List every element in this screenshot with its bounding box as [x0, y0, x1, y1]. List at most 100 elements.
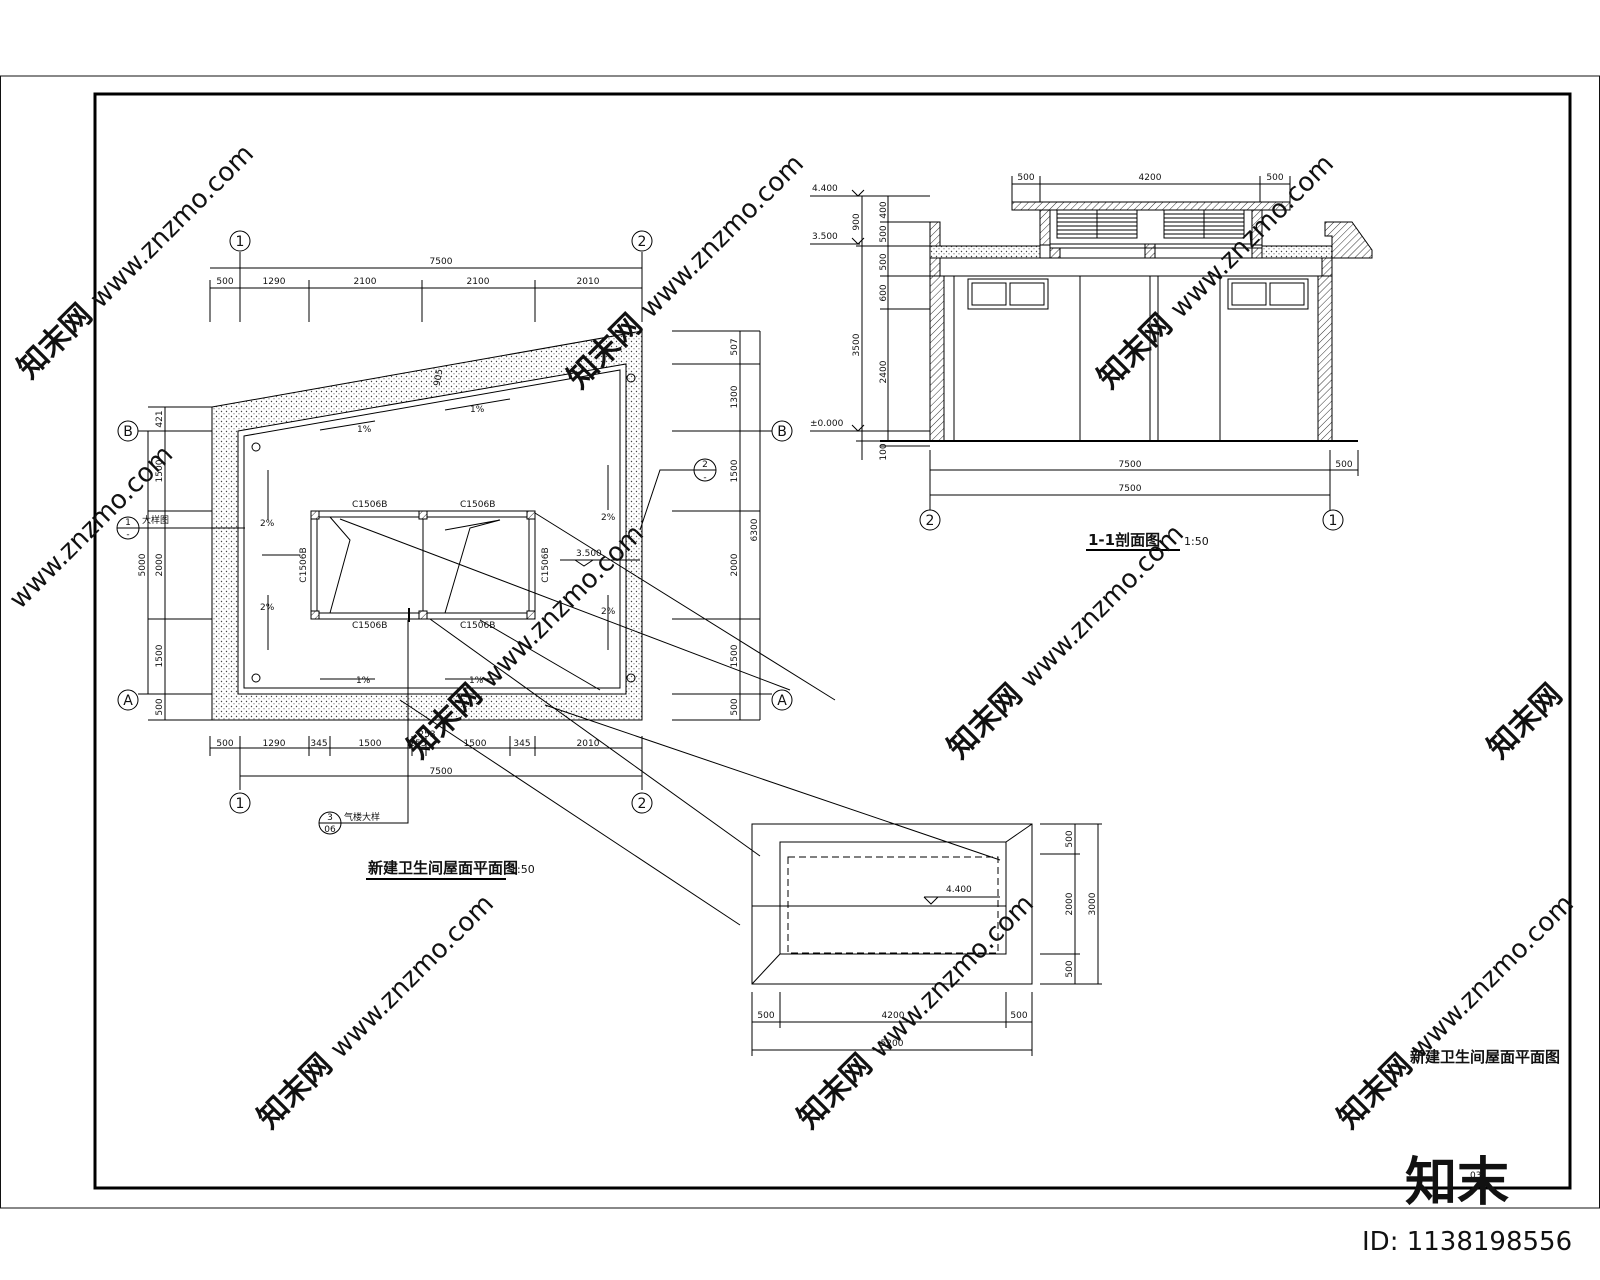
dim-left-4: 1500 [155, 644, 165, 667]
section-dim-top-3: 500 [1266, 173, 1283, 183]
watermark-url-8: www.znzmo.com [324, 889, 499, 1064]
roof-elevation: 3.500 [576, 549, 602, 559]
slope-bottom-2: 1% [469, 676, 484, 686]
axis-label-B-left: B [123, 424, 133, 440]
axis-bubble-B-right [771, 420, 793, 442]
slope-left-2: 2% [260, 603, 275, 613]
axis-label-2-top: 2 [638, 234, 647, 250]
dim-right-1: 507 [730, 338, 740, 355]
detail-1-num: 1 [125, 518, 131, 528]
window-label-1: C1506B [352, 500, 387, 510]
section-level-2: 3.500 [812, 232, 838, 242]
dim-top-2: 1290 [263, 277, 286, 287]
dim-bottom-3: 345 [310, 739, 327, 749]
dim-right-total: 6300 [750, 518, 760, 541]
axis-bubble-2-bottom [631, 792, 653, 814]
dim-bottom-6: 1500 [464, 739, 487, 749]
detail-3-note: 气楼大样 [344, 811, 380, 823]
axis-bubble-1-top [229, 230, 251, 252]
dim-left-5: 500 [155, 698, 165, 715]
dim-top-total: 7500 [430, 257, 453, 267]
watermark-brand-3: 知末网 [1091, 307, 1179, 395]
dim-bottom-2: 1290 [263, 739, 286, 749]
detail-3-num: 3 [327, 813, 333, 823]
watermark-url-4: www.znzmo.com [4, 440, 179, 615]
dim-top-1: 500 [216, 277, 233, 287]
axis-label-A-left: A [123, 693, 133, 709]
section-dim-top-1: 500 [1017, 173, 1034, 183]
section-dim-bottom-2: 7500 [1119, 484, 1142, 494]
detail-2-num: 2 [702, 460, 708, 470]
dim-bottom-7: 345 [513, 739, 530, 749]
axis-label-1-top: 1 [236, 234, 245, 250]
section-dim-top-2: 4200 [1139, 173, 1162, 183]
section-axis-bubble-left [919, 509, 941, 531]
window-label-6: C1506B [541, 547, 551, 582]
axis-label-2-bottom: 2 [638, 796, 647, 812]
detail-1-note: 大样图 [142, 514, 169, 526]
section-scale: 1:50 [1184, 535, 1209, 548]
roof-plan [116, 230, 1001, 926]
skylight-dim-bottom-3: 500 [1010, 1011, 1027, 1021]
skylight-dim-bottom-total: 5200 [881, 1039, 904, 1049]
axis-bubble-2-top [631, 230, 653, 252]
dim-left-1: 421 [155, 410, 165, 427]
section-view [810, 176, 1373, 551]
slope-top-2: 1% [470, 405, 485, 415]
section-dim-bottom-1: 7500 [1119, 460, 1142, 470]
section-dim-left-6: 3500 [852, 333, 862, 356]
section-dim-left-2: 900 [852, 213, 862, 230]
detail-2-sheet: - [703, 473, 706, 483]
dim-bottom-4: 1500 [359, 739, 382, 749]
section-axis-left: 2 [926, 513, 935, 529]
watermark-brand-6: 知末网 [941, 677, 1029, 765]
section-labels: 500 4200 500 4.400 3.500 ±0.000 400 900 … [810, 173, 1353, 549]
axis-bubble-1-bottom [229, 792, 251, 814]
dim-bottom-total: 7500 [430, 767, 453, 777]
detail-3-sheet: 06 [324, 825, 336, 835]
dim-bottom-8: 2010 [577, 739, 600, 749]
section-dim-left-5: 600 [879, 284, 889, 301]
axis-label-1-bottom: 1 [236, 796, 245, 812]
slope-bottom-1: 1% [356, 676, 371, 686]
window-label-5: C1506B [299, 547, 309, 582]
watermark-brand-10: 知末网 [1331, 1047, 1419, 1135]
section-dim-left-3: 500 [879, 225, 889, 242]
dim-right-6: 500 [730, 698, 740, 715]
axis-label-A-right: A [777, 693, 787, 709]
axis-bubble-A-left [117, 689, 139, 711]
watermark-brand-1: 知末网 [11, 297, 99, 385]
section-dim-left-7: 2400 [879, 360, 889, 383]
slope-right-1: 2% [601, 513, 616, 523]
axis-bubble-A-right [771, 689, 793, 711]
dim-top-4: 2100 [467, 277, 490, 287]
detail-1-sheet: - [126, 530, 129, 540]
watermark-logo: 知末 [1405, 1153, 1509, 1213]
dim-left-total: 5000 [138, 553, 148, 576]
window-label-3: C1506B [352, 621, 387, 631]
watermark-brand-5: 知末网 [401, 677, 489, 765]
skylight-dim-right-2: 2000 [1065, 892, 1075, 915]
dim-bottom-1: 500 [216, 739, 233, 749]
watermark-brand-7: 知末网 [1481, 677, 1569, 765]
watermark-url-2: www.znzmo.com [634, 149, 809, 324]
dim-right-5: 1500 [730, 644, 740, 667]
skylight-elevation: 4.400 [946, 885, 972, 895]
eave-width: 905 [433, 368, 446, 387]
section-axis-right: 1 [1329, 513, 1338, 529]
roof-plan-labels: 1 2 7500 500 1290 2100 2100 2010 B A B A… [123, 234, 787, 877]
section-dim-left-1: 400 [879, 201, 889, 218]
window-label-2: C1506B [460, 500, 495, 510]
axis-label-B-right: B [777, 424, 787, 440]
watermark-brand-8: 知末网 [251, 1047, 339, 1135]
slope-left-1: 2% [260, 519, 275, 529]
skylight-dim-bottom-2: 4200 [882, 1011, 905, 1021]
watermark-url-3: www.znzmo.com [1164, 149, 1339, 324]
skylight-plan [751, 823, 1102, 1056]
section-dim-bottom-1b: 500 [1335, 460, 1352, 470]
skylight-dim-right-1: 500 [1065, 830, 1075, 847]
roof-plan-scale: 1:50 [510, 863, 535, 876]
slope-right-2: 2% [601, 607, 616, 617]
watermark-url-10: www.znzmo.com [1404, 889, 1579, 1064]
